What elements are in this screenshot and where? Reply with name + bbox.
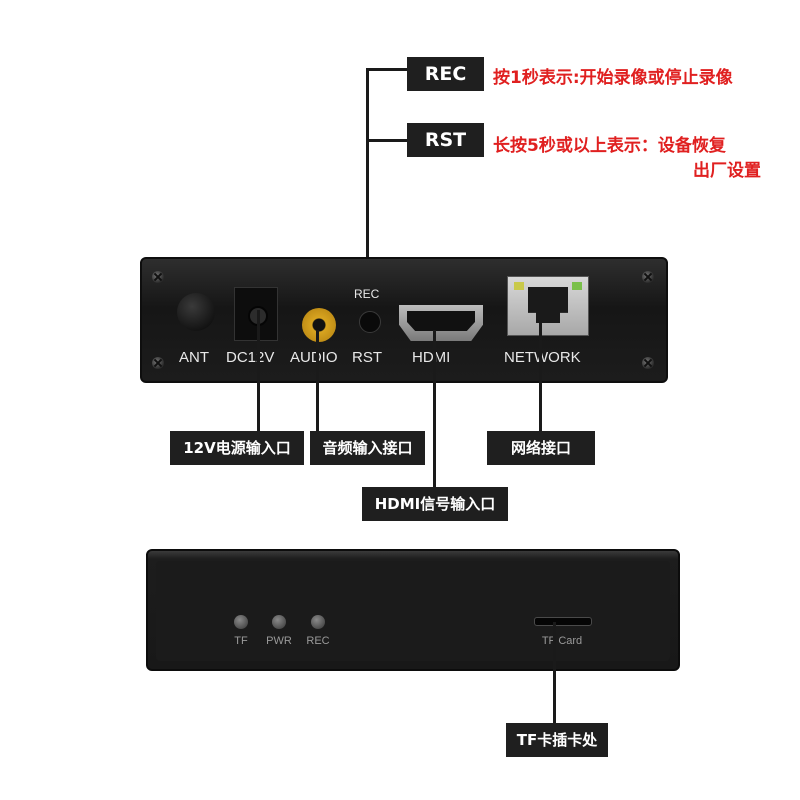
tf-card-callout: TF卡插卡处 xyxy=(506,723,608,757)
screw-icon xyxy=(152,357,164,369)
rst-description-line2: 出厂设置 xyxy=(693,161,761,181)
network-leader xyxy=(539,300,542,432)
audio-callout: 音频输入接口 xyxy=(310,431,425,465)
rec-description: 按1秒表示:开始录像或停止录像 xyxy=(493,68,733,88)
audio-leader xyxy=(316,330,319,432)
hdmi-leader xyxy=(433,330,436,488)
tf-card-label: TF Card xyxy=(541,635,583,647)
dc-label: DC12V xyxy=(226,349,275,366)
led-tf-label: TF xyxy=(234,635,248,647)
led-rec-label: REC xyxy=(306,635,330,647)
rec-leader-horizontal xyxy=(366,68,408,71)
ant-label: ANT xyxy=(179,349,209,366)
rst-label: RST xyxy=(352,349,382,366)
power-callout: 12V电源输入口 xyxy=(170,431,304,465)
antenna-connector-icon xyxy=(177,293,215,331)
audio-label: AUDIO xyxy=(290,349,338,366)
power-leader xyxy=(257,310,260,432)
network-callout: 网络接口 xyxy=(487,431,595,465)
rst-description-line1: 长按5秒或以上表示：设备恢复 xyxy=(493,136,726,156)
rec-tag-label: REC xyxy=(424,63,467,85)
hdmi-callout: HDMI信号输入口 xyxy=(362,487,508,521)
led-rec-indicator xyxy=(311,615,325,629)
hdmi-port-icon xyxy=(399,305,483,341)
led-pwr-label: PWR xyxy=(266,635,292,647)
rec-small-label: REC xyxy=(354,287,380,301)
dc-jack-icon xyxy=(234,287,278,341)
screw-icon xyxy=(152,271,164,283)
rear-panel: REC ANT DC12V AUDIO RST HDMI NETWORK xyxy=(140,257,668,383)
screw-icon xyxy=(642,271,654,283)
rec-tag: REC xyxy=(407,57,484,91)
network-label: NETWORK xyxy=(504,349,581,366)
tf-leader xyxy=(553,622,556,724)
front-panel: TF PWR REC TF Card xyxy=(146,549,680,671)
rst-leader-vertical xyxy=(366,68,369,318)
tf-card-slot[interactable] xyxy=(534,617,592,626)
rst-tag-label: RST xyxy=(424,129,467,151)
rst-tag: RST xyxy=(407,123,484,157)
ethernet-port-icon xyxy=(507,276,589,336)
rst-leader-horizontal xyxy=(366,139,408,142)
led-tf-indicator xyxy=(234,615,248,629)
hdmi-label: HDMI xyxy=(412,349,451,366)
screw-icon xyxy=(642,357,654,369)
rca-audio-icon xyxy=(302,308,336,342)
rst-button[interactable] xyxy=(359,311,381,333)
led-pwr-indicator xyxy=(272,615,286,629)
